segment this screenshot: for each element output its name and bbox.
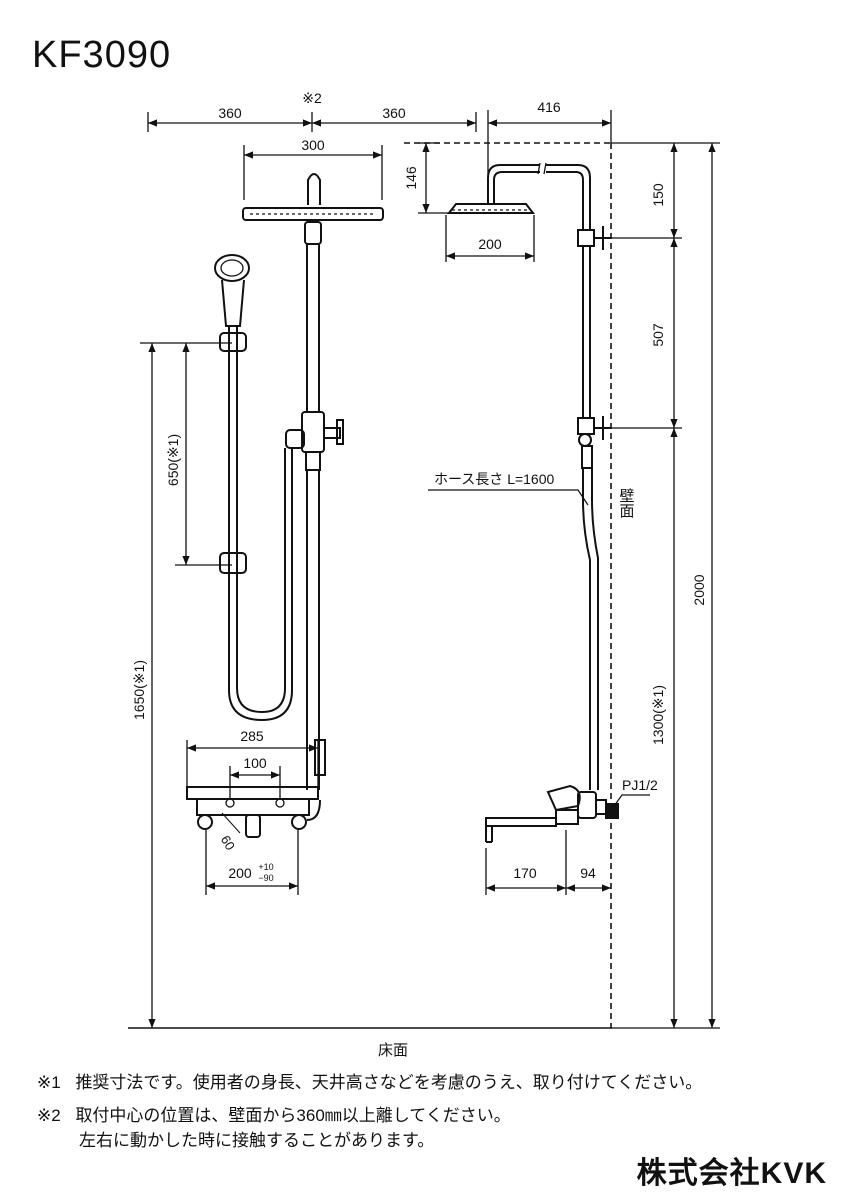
page-title: KF3090 [32, 34, 172, 76]
dim-tolerance-plus: +10 [258, 862, 273, 872]
dim-416: 416 [537, 99, 561, 115]
dim-507: 507 [650, 323, 666, 347]
note-1: ※1 推奨寸法です。使用者の身長、天井高さなどを考慮のうえ、取り付けてください。 [37, 1072, 702, 1094]
wall-label: 壁面 [618, 488, 635, 518]
brand-logo: 株式会社KVK [636, 1157, 827, 1190]
dim-146: 146 [403, 166, 419, 190]
note-2-continued: 左右に動かした時に接触することがあります。 [79, 1131, 435, 1150]
dim-300: 300 [301, 137, 325, 153]
dim-360-left: 360 [218, 105, 242, 121]
note-1-text: 推奨寸法です。使用者の身長、天井高さなどを考慮のうえ、取り付けてください。 [75, 1073, 703, 1092]
dim-650: 650(※1) [165, 434, 181, 486]
dim-tolerance-minus: −90 [258, 873, 273, 883]
pj-label: PJ1/2 [622, 777, 658, 793]
dim-60: 60 [218, 833, 238, 853]
dim-note-mark-2: ※2 [302, 90, 322, 106]
dim-360-right: 360 [382, 105, 406, 121]
note-2-text: 取付中心の位置は、壁面から360㎜以上離してください。 [75, 1106, 511, 1125]
dim-150: 150 [650, 183, 666, 207]
note-1-mark: ※1 [37, 1073, 61, 1092]
dim-285: 285 [240, 728, 264, 744]
dim-1650: 1650(※1) [131, 660, 147, 720]
floor-label: 床面 [378, 1042, 408, 1059]
dim-2000: 2000 [691, 574, 707, 605]
dim-170: 170 [513, 865, 537, 881]
dim-1300: 1300(※1) [650, 685, 666, 745]
dim-94: 94 [580, 865, 596, 881]
hose-length-label: ホース長さ L=1600 [434, 471, 555, 487]
dim-200-head: 200 [478, 236, 502, 252]
dim-200-mixer: 200 [228, 865, 252, 881]
note-2-mark: ※2 [37, 1106, 61, 1125]
dim-100: 100 [243, 755, 267, 771]
note-2: ※2 取付中心の位置は、壁面から360㎜以上離してください。 [37, 1105, 511, 1127]
